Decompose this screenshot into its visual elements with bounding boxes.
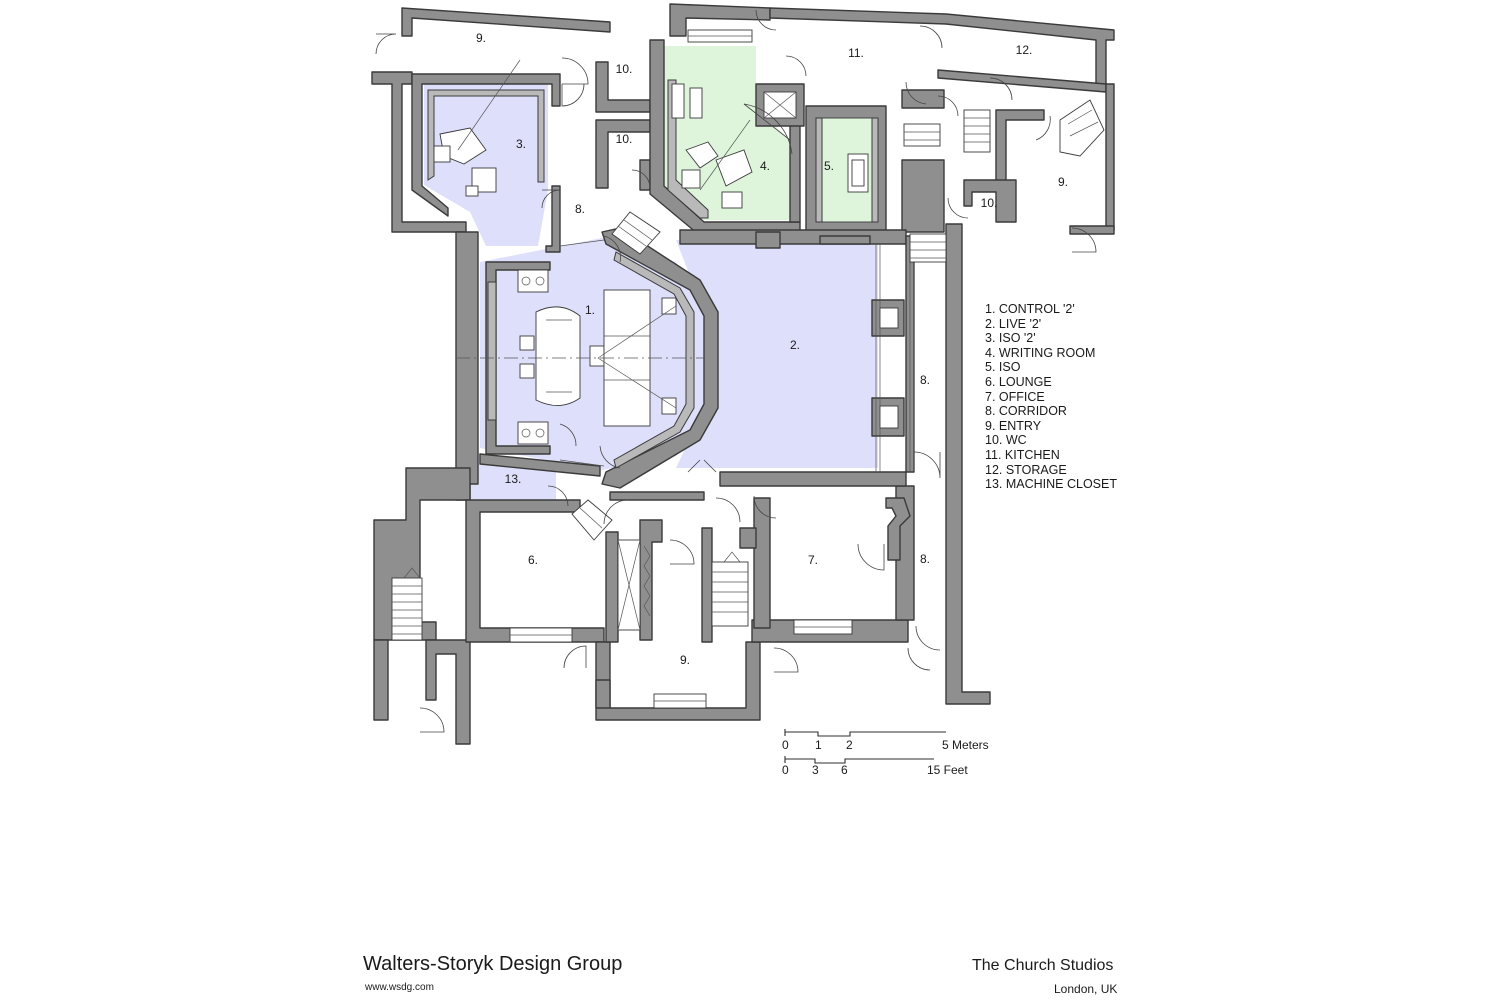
legend-item: 12. STORAGE [985,462,1067,477]
room-label: 9. [476,31,486,45]
scale-feet-tick: 3 [812,763,819,777]
room-label: 6. [528,553,538,567]
legend-item: 7. OFFICE [985,389,1045,404]
scale-bar-feet [784,756,934,764]
legend-item: 11. KITCHEN [985,447,1060,462]
stair-right [963,99,1105,157]
legend-item: 4. WRITING ROOM [985,345,1096,360]
scale-bar-meters [784,729,946,737]
room-label: 9. [1058,175,1068,189]
room-label: 3. [516,137,526,151]
fixtures [375,9,1105,733]
room-label: 8. [575,202,585,216]
scale-meters-tick: 2 [846,738,853,752]
room-label: 7. [808,553,818,567]
legend-item: 1. CONTROL '2' [985,302,1075,316]
stair-entry [711,551,749,627]
scale-feet-tick: 6 [841,763,848,777]
room-label: 10. [981,196,998,210]
scale-feet-end: 15 Feet [927,763,968,777]
scale-bars [784,729,946,764]
room-label: 10. [616,132,633,146]
legend-item: 3. ISO '2' [985,331,1036,346]
room-label: 10. [616,62,633,76]
room-label: 4. [760,159,770,173]
legend-item: 10. WC [985,433,1027,448]
room-label: 2. [790,338,800,352]
firm-name: Walters-Storyk Design Group [363,953,623,975]
room-label: 9. [680,653,690,667]
stair-left [391,567,423,641]
legend-item: 5. ISO [985,360,1021,375]
room-label: 8. [920,373,930,387]
room-label: 13. [505,472,522,486]
project-location: London, UK [1054,982,1118,996]
room-3-tint [424,84,548,246]
room-2-tint [676,240,878,468]
legend-item: 9. ENTRY [985,418,1042,433]
legend-item: 2. LIVE '2' [985,316,1042,331]
room-legend: 1. CONTROL '2' 2. LIVE '2' 3. ISO '2' 4.… [985,302,1117,492]
room-label: 5. [824,159,834,173]
scale-meters-tick: 0 [782,738,789,752]
room-label: 12. [1016,43,1033,57]
firm-url[interactable]: www.wsdg.com [365,982,434,993]
scale-feet-tick: 0 [782,763,789,777]
room-label: 1. [585,303,595,317]
legend-item: 8. CORRIDOR [985,404,1067,419]
legend-item: 6. LOUNGE [985,374,1052,389]
scale-meters-tick: 1 [815,738,822,752]
room-label: 8. [920,552,930,566]
project-name: The Church Studios [972,957,1114,974]
scale-meters-end: 5 Meters [942,738,989,752]
room-labels: 9. 10. 11. 12. 3. 10. 4. 5. 9. 10. 8. 1.… [476,31,1068,667]
interior-walls [411,39,915,643]
room-label: 11. [848,46,864,60]
legend-item: 13. MACHINE CLOSET [985,477,1117,492]
